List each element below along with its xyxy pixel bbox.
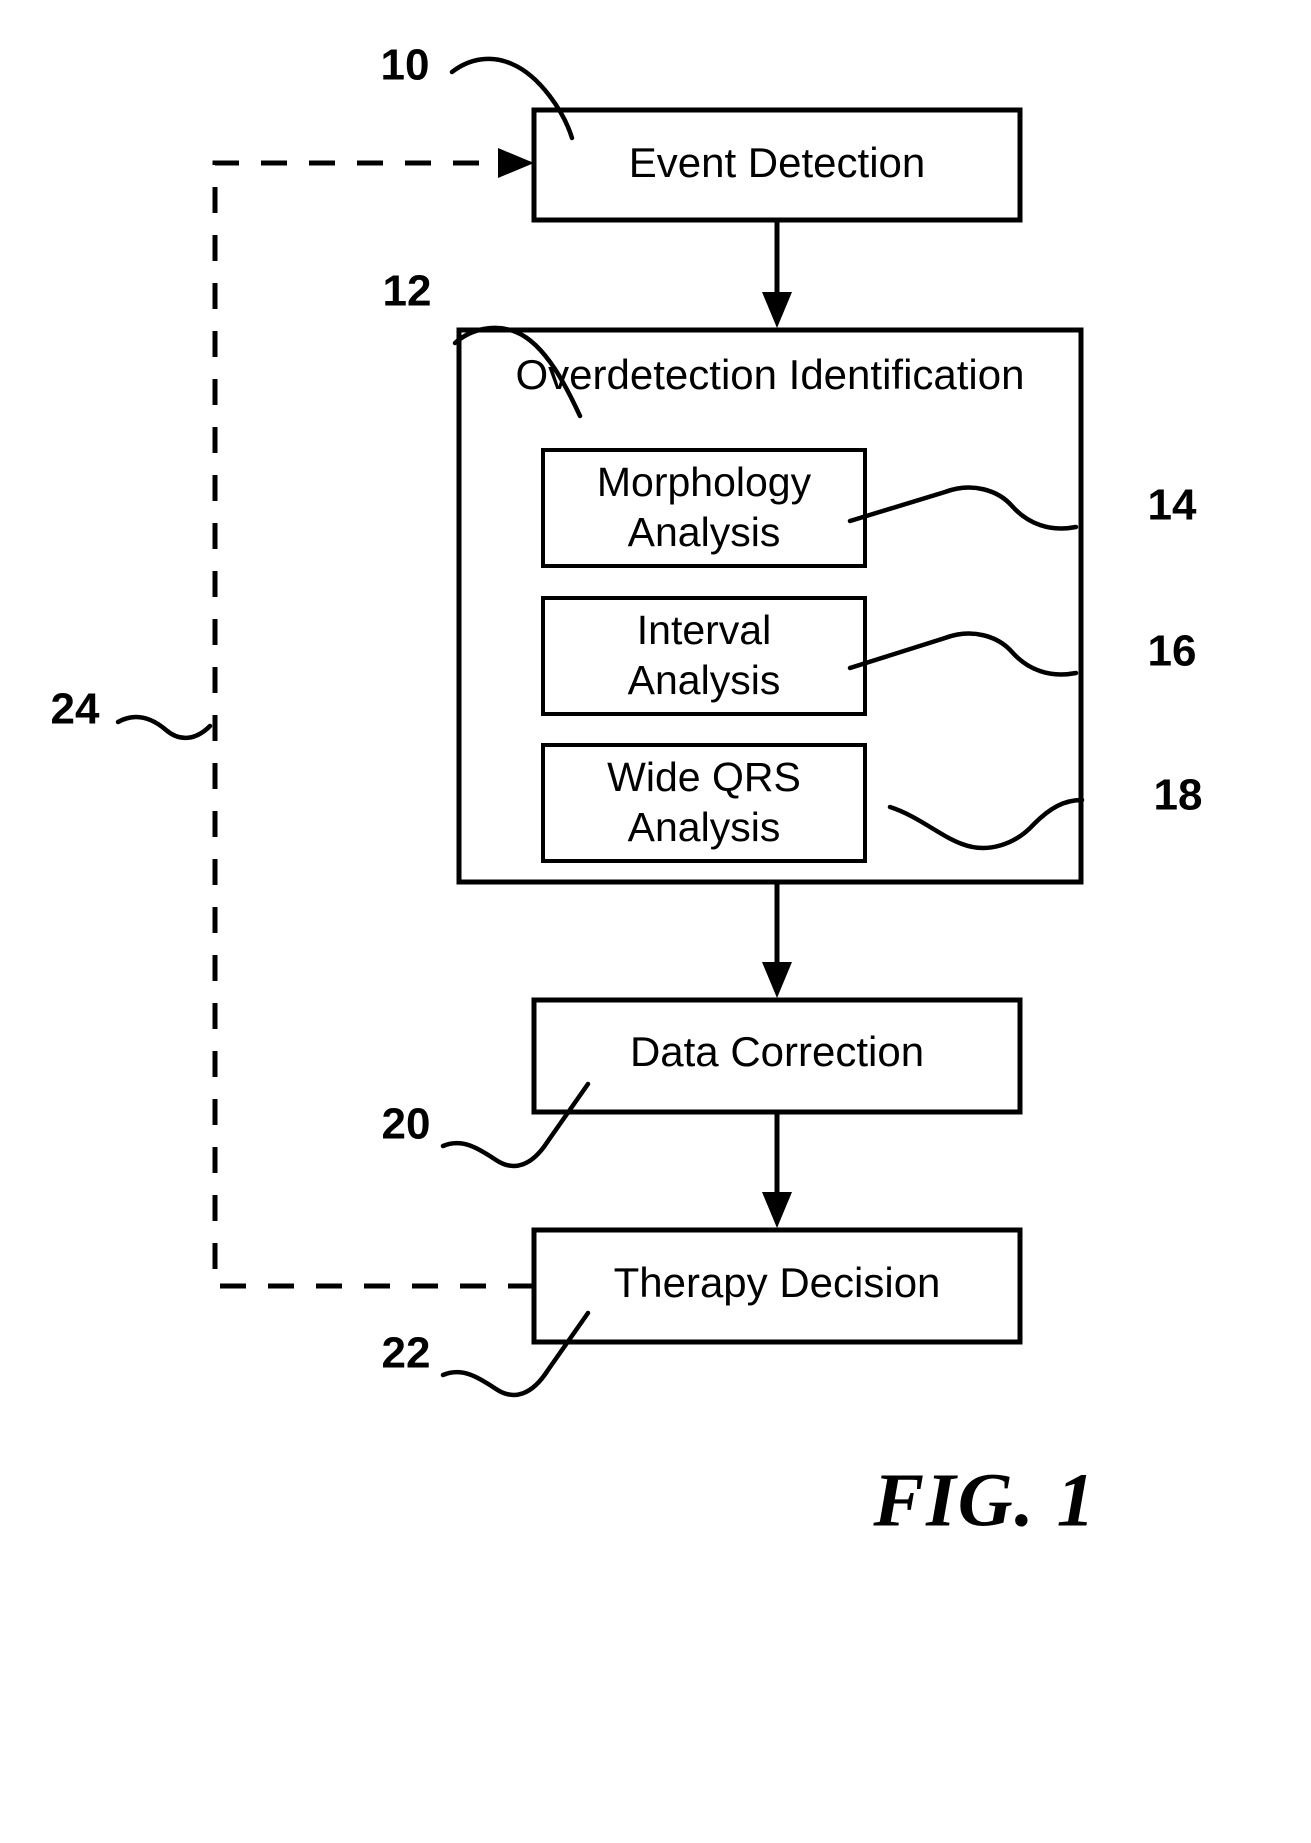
flow-arrow-event-to-overdetection-head <box>762 292 792 328</box>
ref-number-14: 14 <box>1148 481 1197 530</box>
leader-line-16 <box>847 631 1079 677</box>
node-overdetection-identification-box <box>456 327 1084 885</box>
leader-line-18 <box>887 797 1085 851</box>
ref-number-16: 16 <box>1148 627 1197 676</box>
node-wide-qrs-analysis-box <box>541 743 867 863</box>
leader-line-12 <box>452 325 583 419</box>
node-therapy-decision-label: Therapy Decision <box>614 1259 941 1306</box>
flow-arrow-overdetection-to-correction-head <box>762 962 792 998</box>
figure-caption: FIG. 1 <box>872 1458 1096 1542</box>
leader-line-14 <box>847 485 1079 531</box>
flow-arrow-correction-to-therapy-head <box>762 1192 792 1228</box>
leader-line-24 <box>115 714 213 740</box>
leader-line-10 <box>449 56 575 141</box>
node-morphology-analysis-box <box>541 448 867 568</box>
ref-number-20: 20 <box>382 1100 431 1149</box>
feedback-arrow-head <box>498 148 534 178</box>
node-interval-analysis-label-line1: Interval <box>637 607 771 653</box>
ref-number-10: 10 <box>381 41 430 90</box>
ref-number-24: 24 <box>51 685 100 734</box>
feedback-path-24 <box>212 160 534 1289</box>
node-interval-analysis-box <box>541 596 867 716</box>
node-event-detection-label: Event Detection <box>629 139 926 186</box>
node-interval-analysis-label-line2: Analysis <box>628 657 781 703</box>
leader-line-22 <box>440 1310 591 1398</box>
ref-number-22: 22 <box>382 1329 431 1378</box>
node-morphology-analysis-label-line1: Morphology <box>597 459 812 505</box>
node-wide-qrs-analysis-label-line1: Wide QRS <box>607 754 801 800</box>
ref-number-18: 18 <box>1154 771 1203 820</box>
node-overdetection-identification-label: Overdetection Identification <box>516 351 1025 398</box>
leader-line-20 <box>440 1081 591 1169</box>
ref-number-12: 12 <box>383 267 432 316</box>
node-data-correction-label: Data Correction <box>630 1028 924 1075</box>
node-morphology-analysis-label-line2: Analysis <box>628 509 781 555</box>
node-wide-qrs-analysis-label-line2: Analysis <box>628 804 781 850</box>
